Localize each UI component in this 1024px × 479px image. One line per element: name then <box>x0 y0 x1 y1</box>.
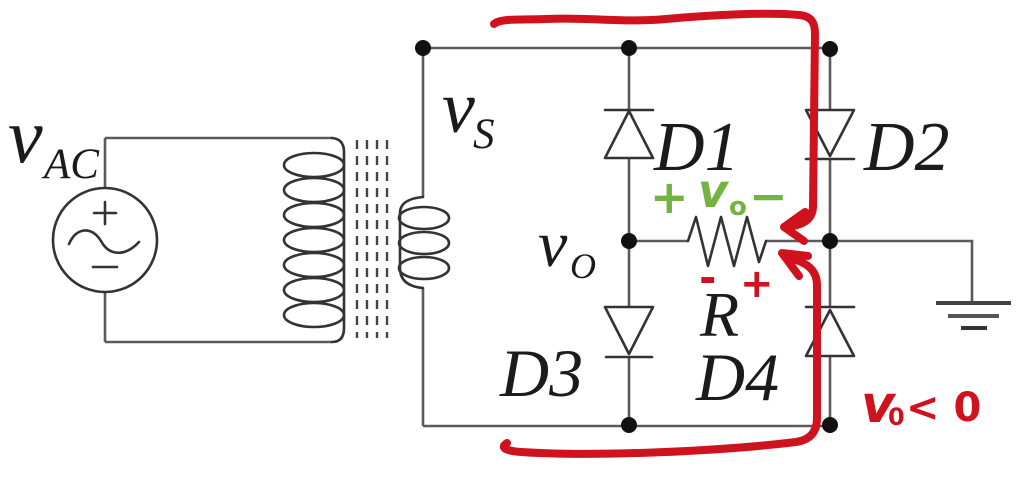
transformer <box>282 136 451 344</box>
red-note-comparison: < 0 <box>906 385 981 431</box>
red-loop-annotation-top <box>490 9 819 231</box>
d3-triangle <box>603 305 655 356</box>
ac-source-icon <box>51 186 159 294</box>
green-plus-sign: + <box>650 170 689 224</box>
d3-label: D3 <box>499 335 583 411</box>
vac-label: v <box>8 92 43 179</box>
vo-node-label-subscript: O <box>570 246 596 286</box>
node-dot <box>822 417 838 433</box>
vs-label-subscript: S <box>473 111 495 158</box>
node-dot <box>415 40 431 56</box>
red-polarity-annotation: - + <box>699 253 774 307</box>
primary-coil-turn <box>282 176 346 204</box>
node-dot <box>621 233 637 249</box>
node-dot <box>822 233 838 249</box>
vs-label: v <box>442 67 475 149</box>
secondary-coil-turn <box>397 255 451 281</box>
red-marker-strokes <box>490 9 821 458</box>
diode-d3-icon <box>603 305 655 359</box>
green-vo-label: v <box>698 164 730 218</box>
d1-triangle <box>603 109 655 160</box>
transformer-core <box>355 140 389 338</box>
green-vo-label-subscript: o <box>729 192 747 222</box>
ac-source-sine-icon <box>67 229 141 255</box>
node-dot <box>621 417 637 433</box>
node-dots <box>415 40 838 433</box>
red-note-v-subscript: 0 <box>888 403 905 431</box>
resistor-icon <box>686 215 768 268</box>
node-dot <box>621 40 637 56</box>
primary-coil-turn <box>282 226 346 254</box>
green-minus-sign: − <box>749 169 788 223</box>
primary-coil-turn <box>282 151 346 179</box>
secondary-coil-turn <box>397 205 451 231</box>
red-loop-annotation-bottom <box>499 254 821 458</box>
d2-label: D2 <box>863 109 950 186</box>
ac-source-circle <box>51 186 159 294</box>
ac-source-plus-sign <box>92 200 118 226</box>
primary-coil-turn <box>282 301 346 329</box>
primary-coil-turn <box>282 276 346 304</box>
wires <box>103 46 974 428</box>
d1-label: D1 <box>653 109 740 186</box>
transformer-secondary-coil <box>397 195 451 290</box>
green-polarity-annotation: + v o − <box>650 164 788 224</box>
primary-loop-wires <box>103 136 332 344</box>
red-arrow-upper-icon <box>780 208 809 245</box>
primary-coil-turn <box>282 201 346 229</box>
ground-icon <box>936 301 1011 330</box>
vo-node-label: v <box>538 208 568 281</box>
secondary-coil-turn <box>397 230 451 256</box>
node-dot <box>822 41 838 57</box>
red-note-v: v <box>861 375 897 435</box>
printed-labels: v AC v S v O D1 D2 D3 D4 R <box>8 67 950 415</box>
d2-triangle <box>804 108 856 158</box>
red-note-annotation: v 0 < 0 <box>861 375 981 435</box>
red-minus-sign: - <box>699 253 716 302</box>
vac-label-subscript: AC <box>41 141 100 188</box>
red-plus-sign: + <box>740 261 774 307</box>
transformer-primary-coil <box>282 136 346 344</box>
ground-wire <box>830 239 974 303</box>
diode-d1-icon <box>603 108 655 160</box>
resistor-label: R <box>699 279 739 350</box>
red-arrow-lower-icon <box>778 249 812 280</box>
d4-label: D4 <box>695 339 779 415</box>
primary-coil-turn <box>282 251 346 279</box>
